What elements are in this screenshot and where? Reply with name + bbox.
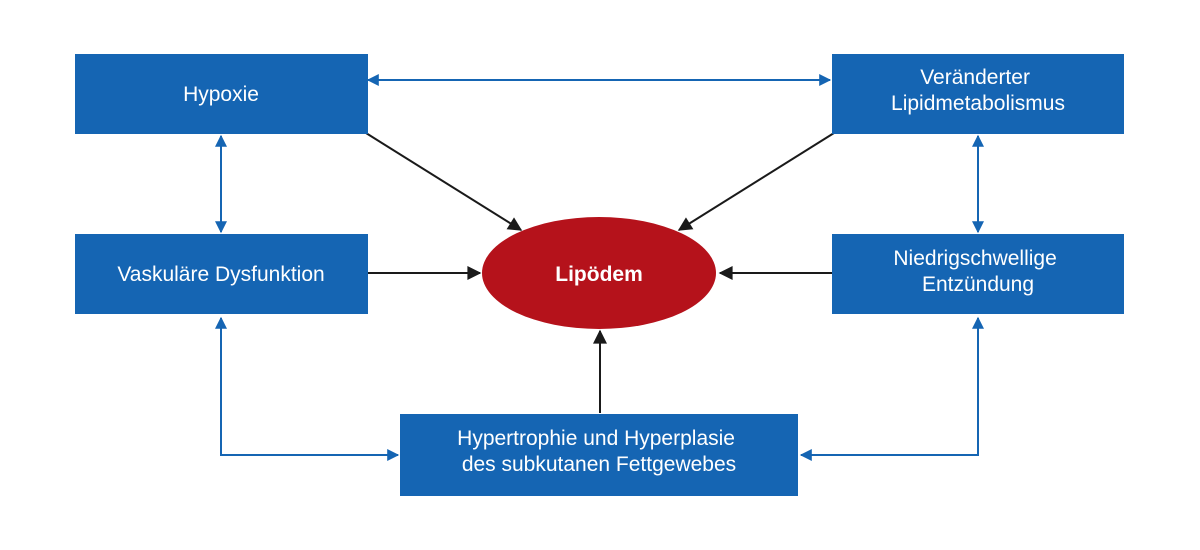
box-hypoxie-line-1: Hypoxie: [183, 83, 259, 106]
connector-vaskulaer-hypertrophie: [215, 316, 400, 461]
box-entzuendung: Niedrigschwellige Entzündung: [832, 234, 1124, 314]
svg-text:Hypertrophie und Hyperplasie: Hypertrophie und Hyperplasie des subkuta…: [457, 427, 741, 476]
arrow-lipid-to-lipoedem: [677, 132, 835, 231]
box-lipidmetabolismus: Veränderter Lipidmetabolismus: [832, 54, 1124, 134]
box-vaskulaer-line-1: Vaskuläre Dysfunktion: [117, 263, 324, 286]
connector-entzuendung-hypertrophie: [799, 316, 984, 461]
svg-text:Vaskuläre Dysfunktion: Vaskuläre Dysfunktion: [117, 263, 324, 286]
box-lipid-line-1: Veränderter: [920, 66, 1030, 89]
center-label: Lipödem: [555, 263, 643, 286]
box-hypertrophie-line-2: des subkutanen Fettgewebes: [462, 453, 736, 476]
arrow-hypoxie-to-lipoedem: [365, 132, 523, 231]
svg-text:Niedrigschwellige Entzün: Niedrigschwellige Entzündung: [893, 247, 1062, 296]
box-hypertrophie: Hypertrophie und Hyperplasie des subkuta…: [400, 414, 798, 496]
center-lipoedem: Lipödem: [482, 217, 716, 329]
box-vaskulaere-dysfunktion: Vaskuläre Dysfunktion: [75, 234, 368, 314]
box-hypertrophie-line-1: Hypertrophie und Hyperplasie: [457, 427, 735, 450]
svg-text:Veränderter Lipidmetabol: Veränderter Lipidmetabolismus: [891, 66, 1065, 115]
box-hypoxie: Hypoxie: [75, 54, 368, 134]
box-entzuendung-line-2: Entzündung: [922, 273, 1034, 296]
svg-text:Hypoxie: Hypoxie: [183, 83, 259, 106]
box-lipid-line-2: Lipidmetabolismus: [891, 92, 1065, 115]
box-entzuendung-line-1: Niedrigschwellige: [893, 247, 1056, 270]
